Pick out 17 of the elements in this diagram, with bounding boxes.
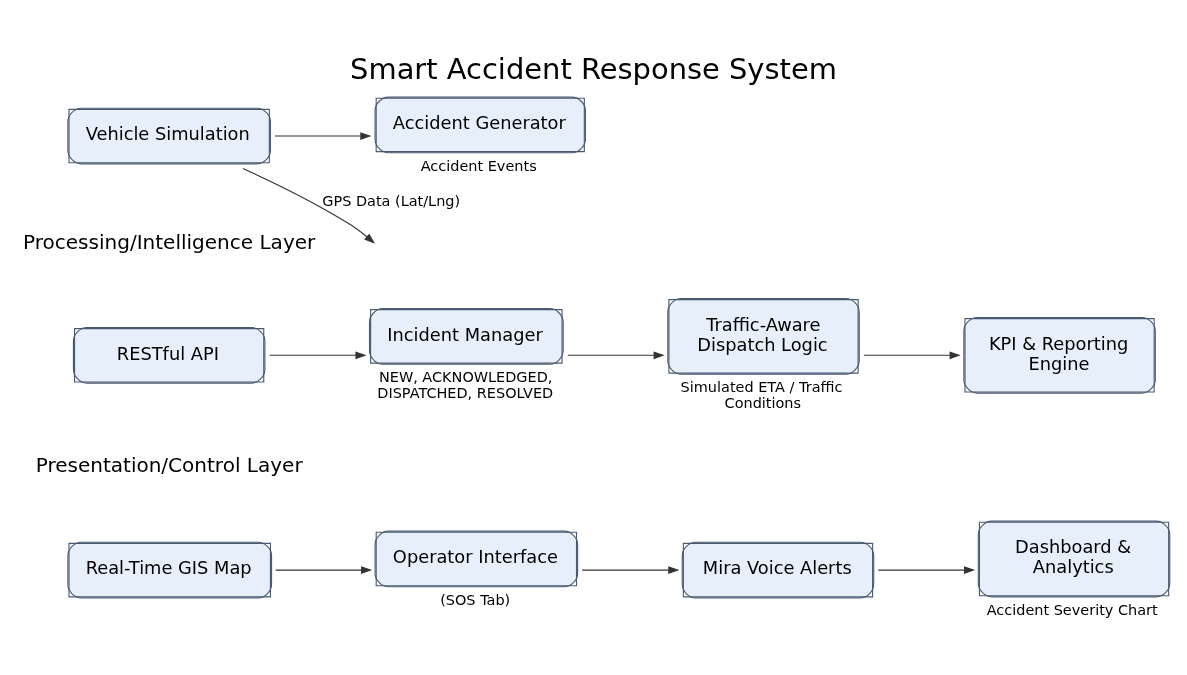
arrow xyxy=(275,566,373,575)
arrow xyxy=(581,566,680,575)
label: Presentation/Control Layer xyxy=(35,452,303,477)
node-label: Accident Events xyxy=(420,157,537,174)
arrow xyxy=(863,351,961,360)
node-label: Accident Severity Chart xyxy=(986,602,1158,619)
arrow xyxy=(877,566,976,575)
label: Processing/Intelligence Layer xyxy=(23,229,316,254)
node-label: Simulated ETA / Traffic Conditions xyxy=(680,379,843,412)
arrow xyxy=(274,132,372,140)
diagram-title: Smart Accident Response System xyxy=(350,52,837,87)
arrow xyxy=(242,167,376,244)
node-label: NEW, ACKNOWLEDGED, DISPATCHED, RESOLVED xyxy=(377,369,554,402)
node-label: (SOS Tab) xyxy=(440,592,511,609)
edge-label: GPS Data (Lat/Lng) xyxy=(322,192,461,209)
arrow xyxy=(567,351,665,360)
arrow xyxy=(269,351,367,360)
